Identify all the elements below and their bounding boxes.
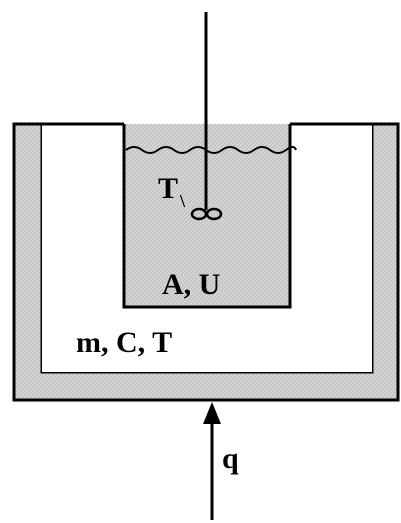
inner-props-label: A, U [162, 268, 220, 301]
insulation-wall [14, 124, 398, 400]
liquid-surface [125, 146, 297, 154]
outer-props-label: m, C, T [76, 326, 172, 359]
inner-temp-label: T [158, 172, 178, 205]
inner-temp-subscript: \ [179, 191, 186, 211]
stirrer-blade-right [205, 207, 223, 221]
heat-input-label: q [222, 442, 239, 475]
outer-fluid-region [42, 124, 372, 372]
heat-arrow-head-icon [203, 402, 221, 424]
inner-vessel [122, 124, 292, 309]
